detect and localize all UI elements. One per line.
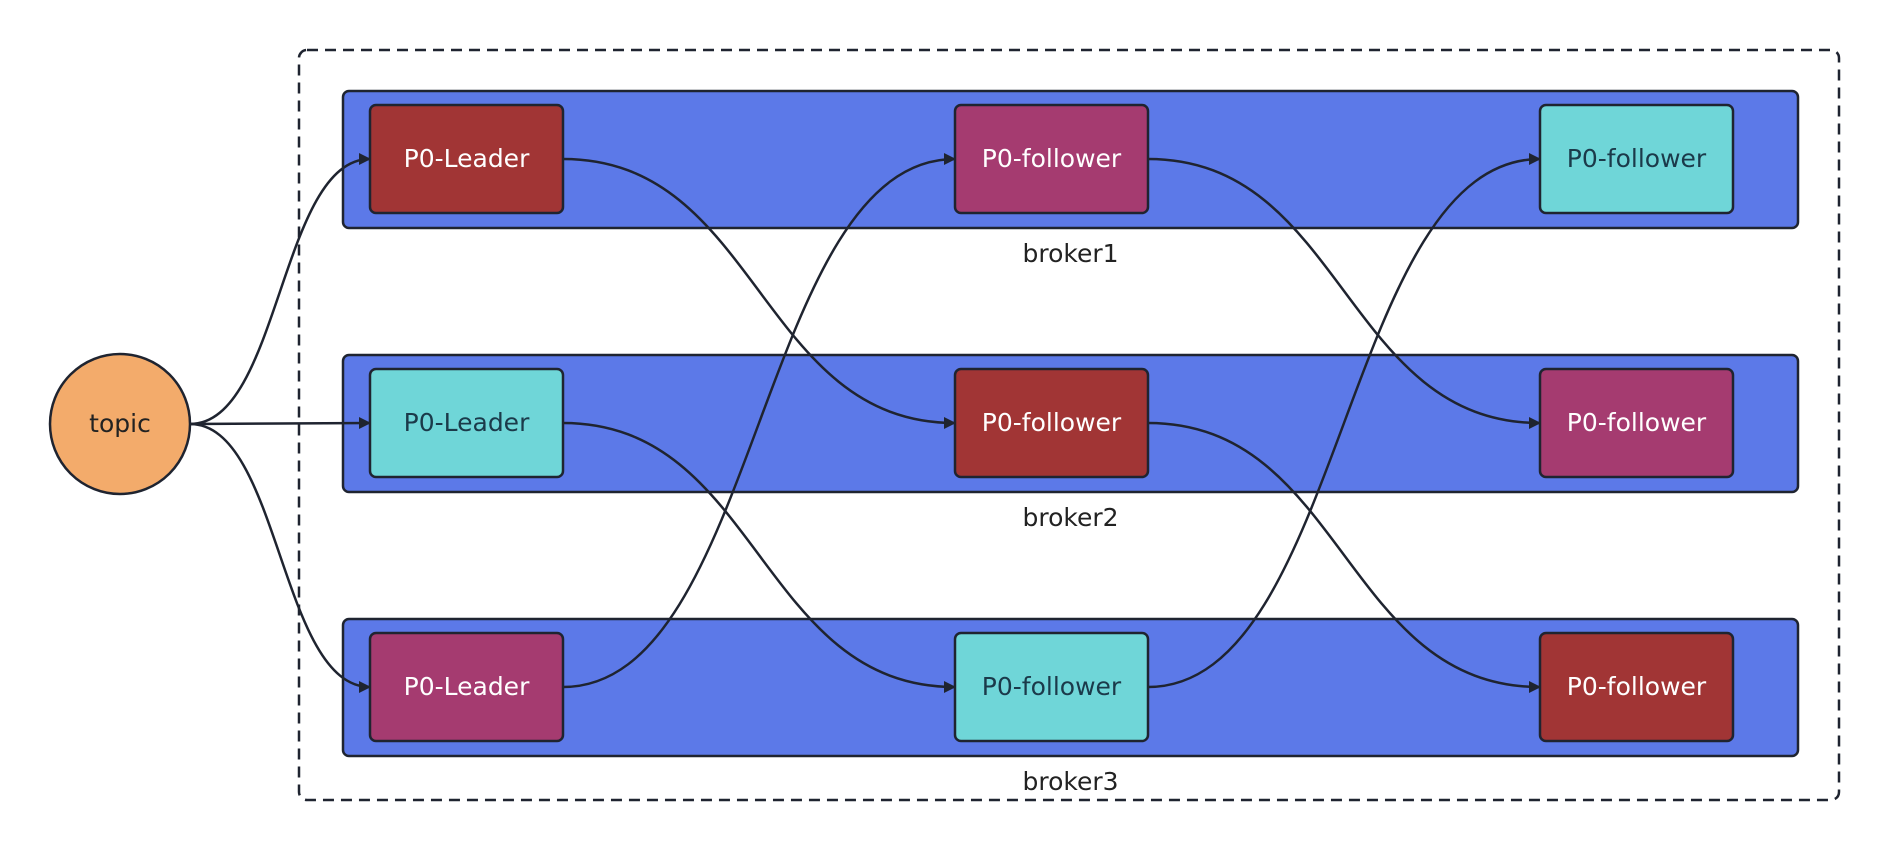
broker-label: broker3 — [1022, 767, 1118, 796]
topic-circle — [48, 352, 192, 496]
partition-node-broker3-2: P0-follower — [953, 631, 1150, 743]
partition-box — [1538, 367, 1735, 479]
partition-label: P0-follower — [1567, 144, 1707, 173]
partition-node-broker3-3: P0-follower — [1538, 631, 1735, 743]
replication-edge-6 — [562, 153, 956, 689]
partition-label: P0-follower — [982, 408, 1122, 437]
replication-edge-5 — [562, 421, 956, 693]
partition-node-broker3-1: P0-Leader — [368, 631, 565, 743]
replication-edge-7 — [1147, 157, 1541, 429]
broker-label: broker1 — [1022, 239, 1118, 268]
partition-label: P0-Leader — [404, 672, 530, 701]
topic-node: topic — [48, 352, 192, 496]
cluster-boundary — [297, 48, 1841, 802]
partition-label: P0-follower — [982, 672, 1122, 701]
replication-edge-9 — [1147, 153, 1541, 689]
broker-label: broker2 — [1022, 503, 1118, 532]
partition-box — [1538, 103, 1735, 215]
replication-edge-8 — [1147, 421, 1541, 693]
partition-label: P0-Leader — [404, 144, 530, 173]
partition-label: P0-follower — [1567, 672, 1707, 701]
topic-label: topic — [89, 409, 151, 438]
replication-edge-2 — [189, 417, 371, 430]
partition-box — [368, 103, 565, 215]
partition-box — [368, 367, 565, 479]
partition-node-broker1-1: P0-Leader — [368, 103, 565, 215]
partition-node-broker1-2: P0-follower — [953, 103, 1150, 215]
partition-node-broker2-2: P0-follower — [953, 367, 1150, 479]
partition-label: P0-follower — [1567, 408, 1707, 437]
partition-box — [1538, 631, 1735, 743]
replication-edge-4 — [562, 157, 956, 429]
partition-label: P0-Leader — [404, 408, 530, 437]
partition-label: P0-follower — [982, 144, 1122, 173]
partition-node-broker2-3: P0-follower — [1538, 367, 1735, 479]
partition-box — [953, 103, 1150, 215]
partition-box — [368, 631, 565, 743]
partition-box — [953, 631, 1150, 743]
partition-box — [953, 367, 1150, 479]
replication-edge-1 — [189, 153, 371, 426]
partition-node-broker2-1: P0-Leader — [368, 367, 565, 479]
partition-node-broker1-3: P0-follower — [1538, 103, 1735, 215]
replication-edge-3 — [189, 422, 371, 693]
